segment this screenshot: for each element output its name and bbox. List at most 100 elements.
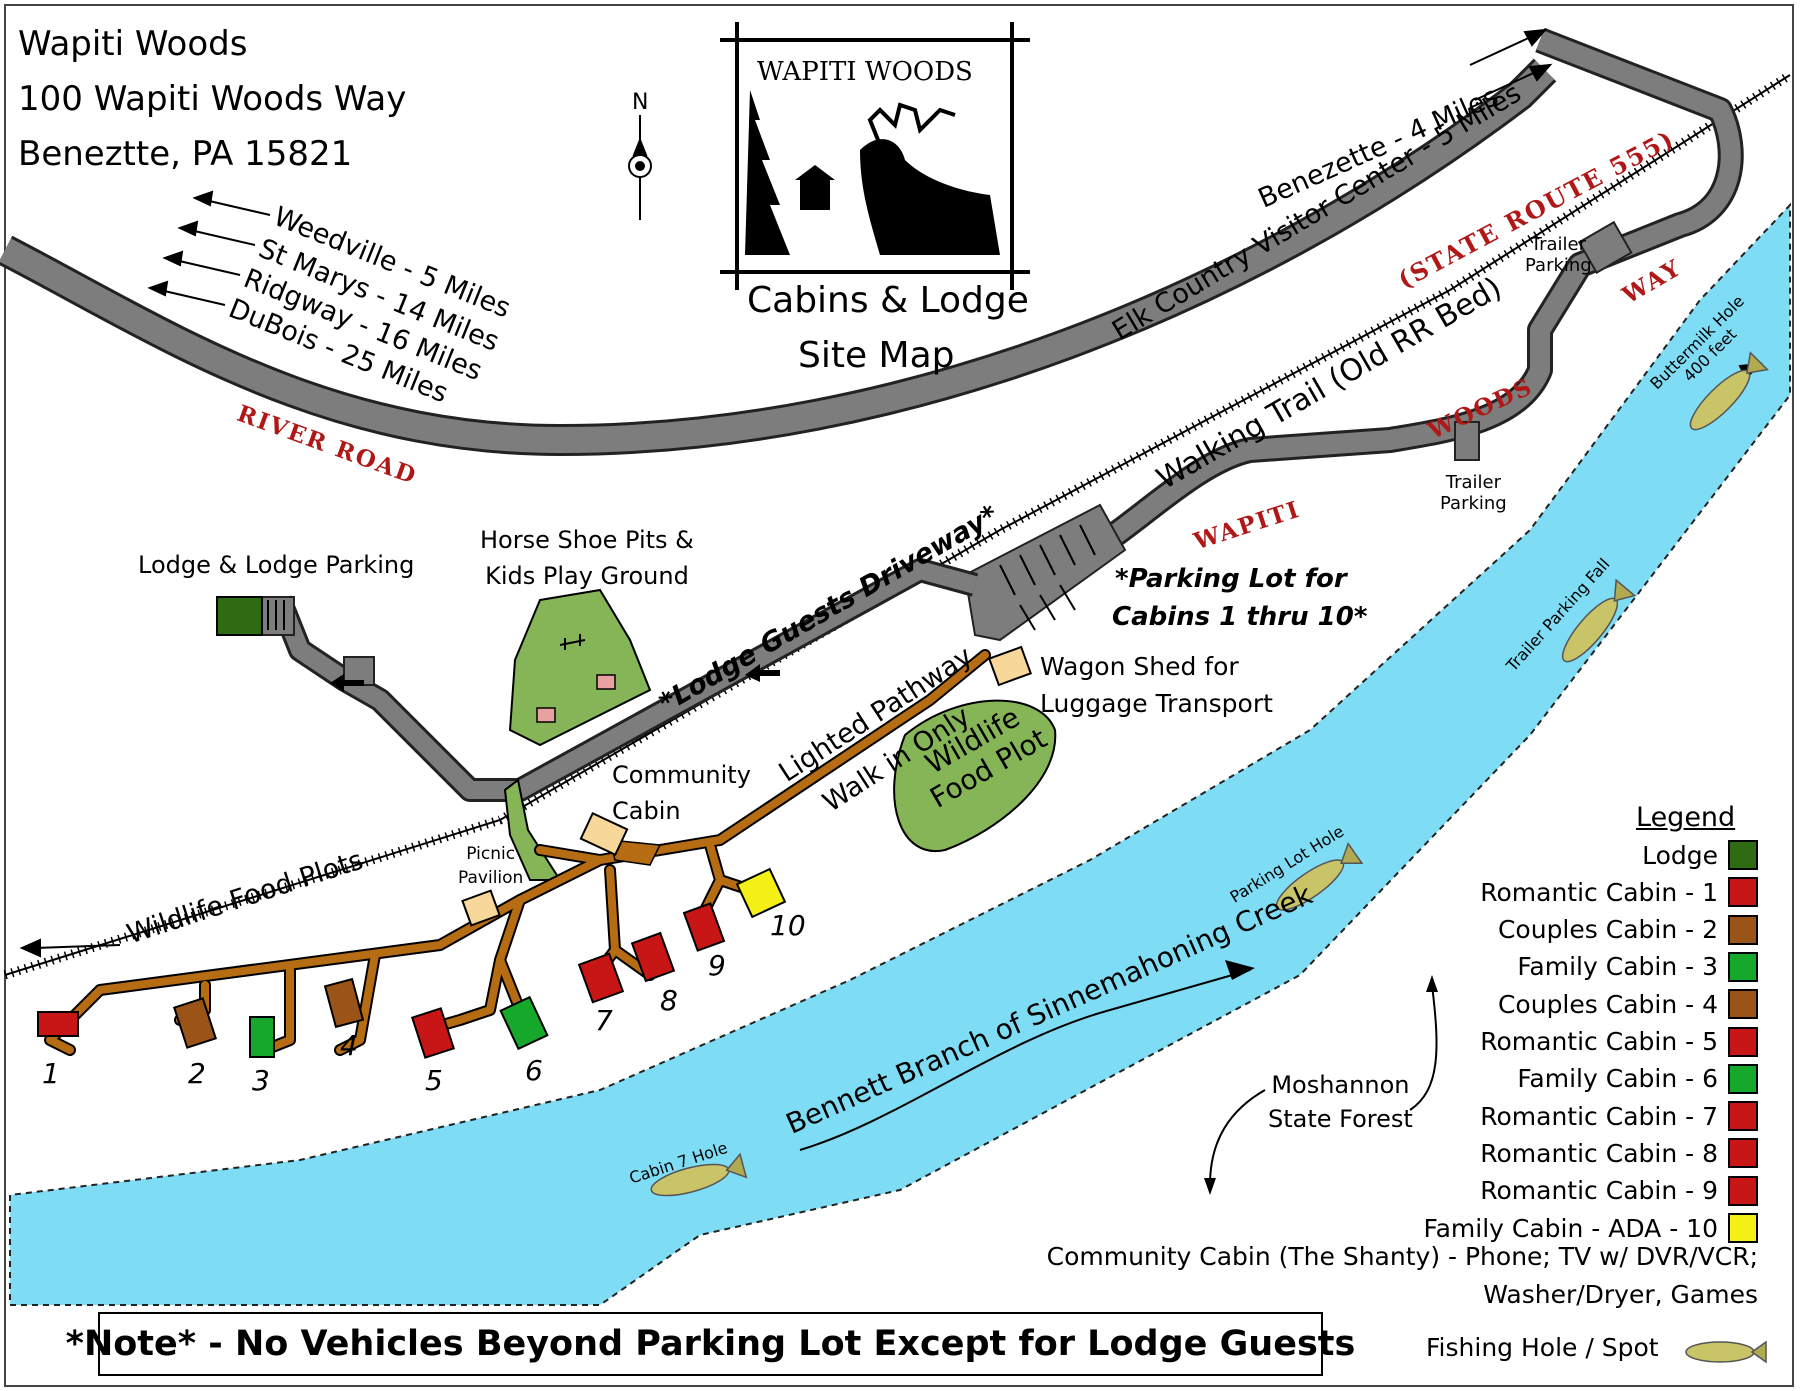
legend-fishing: Fishing Hole / Spot — [1426, 1333, 1659, 1362]
trout-icon-parking-lot — [1275, 842, 1364, 911]
forest-line2: State Forest — [1268, 1104, 1413, 1133]
legend-item: Family Cabin - 3 — [1517, 951, 1758, 982]
trout-icon-buttermilk — [1689, 351, 1769, 431]
parking-lot-line2: Cabins 1 thru 10* — [1112, 601, 1368, 632]
label-community-cabin: Community Cabin — [612, 761, 751, 825]
driveway-arrow-icon-2 — [330, 674, 364, 692]
legend-item: Family Cabin - ADA - 10 — [1424, 1213, 1758, 1243]
cabin-number-4: 4 — [340, 1029, 358, 1062]
cabin-number-9: 9 — [708, 949, 726, 982]
label-trailer-parking-mid: Trailer Parking — [1440, 472, 1507, 514]
legend-swatch — [1728, 1175, 1758, 1206]
map-frame — [4, 4, 1794, 1387]
cabin-7 — [577, 952, 625, 1004]
trailer-parking-pad-mid — [1454, 421, 1480, 461]
picnic-line2: Pavilion — [458, 867, 524, 888]
legend-community-note-2: Washer/Dryer, Games — [1483, 1280, 1758, 1309]
lodge-parking — [261, 596, 295, 636]
parking-lot-line1: *Parking Lot for — [1115, 564, 1347, 594]
cabin-number-7: 7 — [595, 1004, 613, 1037]
forest-line1: Moshannon — [1271, 1071, 1410, 1099]
driveway-arrow-icon — [745, 664, 780, 682]
legend-item: Romantic Cabin - 7 — [1480, 1101, 1758, 1132]
trailer-parking-mid-line1: Trailer — [1445, 472, 1501, 493]
walking-trail-rail — [4, 74, 1791, 976]
creek-flow-arrow — [1225, 960, 1255, 980]
legend-swatch — [1728, 914, 1758, 945]
trout-icon-trailer-fall — [1561, 578, 1637, 663]
label-lodge: Lodge & Lodge Parking — [138, 551, 415, 579]
cabin-5 — [410, 1007, 456, 1059]
note-box: *Note* - No Vehicles Beyond Parking Lot … — [66, 1312, 1355, 1376]
picnic-line1: Picnic — [466, 844, 516, 864]
trout-icon-cabin7 — [650, 1152, 748, 1197]
cabin-3 — [249, 1016, 275, 1058]
legend-item: Couples Cabin - 4 — [1498, 989, 1758, 1020]
legend-item: Couples Cabin - 2 — [1497, 914, 1758, 945]
cabin-10 — [735, 867, 787, 919]
horseshoe-pit — [536, 707, 556, 723]
cabin-number-3: 3 — [252, 1064, 270, 1097]
trailer-parking-mid-line2: Parking — [1440, 492, 1507, 514]
cabin-6 — [499, 995, 549, 1051]
legend-swatch — [1728, 1138, 1758, 1169]
cabin-number-10: 10 — [770, 909, 806, 942]
legend-item-label: Romantic Cabin - 9 — [1480, 1176, 1718, 1206]
legend-swatch — [1728, 1063, 1758, 1094]
legend-swatch — [1728, 1213, 1758, 1243]
label-forest: Moshannon State Forest — [1268, 1071, 1413, 1133]
creek — [9, 202, 1791, 1306]
label-horseshoe: Horse Shoe Pits & Kids Play Ground — [480, 526, 694, 590]
cabin-8 — [630, 931, 676, 983]
swing-set-icon — [559, 634, 586, 650]
legend-item: Family Cabin - 6 — [1517, 1063, 1758, 1094]
community-cabin — [579, 811, 629, 857]
legend-item-label: Romantic Cabin - 7 — [1480, 1101, 1718, 1131]
cabin-number-6: 6 — [525, 1054, 543, 1087]
legend-item: Romantic Cabin - 8 — [1480, 1138, 1758, 1169]
logo-title-1: Cabins & Lodge — [747, 280, 1029, 321]
address-line-3: Beneztte, PA 15821 — [18, 134, 353, 174]
legend-item-label: Family Cabin - 6 — [1517, 1064, 1718, 1094]
cabin-number-5: 5 — [425, 1064, 443, 1097]
note-text: *Note* - No Vehicles Beyond Parking Lot … — [65, 1324, 1356, 1364]
trailer-parking-top-line1: Trailer — [1530, 234, 1586, 255]
legend-swatch — [1728, 1026, 1758, 1057]
wildlife-food-plot — [893, 699, 1057, 853]
address-line-1: Wapiti Woods — [18, 24, 248, 64]
trailer-parking-top-line2: Parking — [1525, 254, 1592, 276]
logo-frame — [720, 22, 1030, 290]
cabin-9 — [682, 902, 726, 952]
legend-swatch — [1728, 989, 1758, 1020]
community-line2: Cabin — [612, 796, 681, 825]
legend-item-label: Lodge — [1642, 840, 1718, 870]
logo-brand: WAPITI WOODS — [757, 57, 973, 87]
cabin-number-1: 1 — [42, 1057, 60, 1090]
label-picnic-pavilion: Picnic Pavilion — [458, 844, 524, 888]
legend-item-label: Couples Cabin - 2 — [1497, 915, 1718, 945]
cabin-number-8: 8 — [660, 984, 678, 1017]
label-wagon-shed: Wagon Shed for Luggage Transport — [1040, 652, 1273, 719]
logo-title-2: Site Map — [798, 335, 955, 376]
legend-item-label: Family Cabin - ADA - 10 — [1423, 1213, 1718, 1243]
label-trailer-parking-top: Trailer Parking — [1525, 234, 1592, 276]
cabin-2 — [172, 997, 218, 1049]
picnic-pavilion — [461, 889, 501, 927]
logo-silhouette-icon — [745, 90, 1000, 255]
forest-arrow-up — [1409, 984, 1438, 1111]
legend-item: Lodge — [1642, 840, 1758, 870]
legend-swatch — [1728, 877, 1758, 908]
horseshoe-line1: Horse Shoe Pits & — [480, 526, 694, 554]
legend-item: Romantic Cabin - 1 — [1480, 877, 1758, 908]
trout-icon-legend — [1685, 1340, 1767, 1364]
compass-north-label: N — [632, 90, 649, 115]
legend-community-note-1: Community Cabin (The Shanty) - Phone; TV… — [1046, 1242, 1758, 1271]
legend-item-label: Family Cabin - 3 — [1517, 952, 1718, 982]
legend-item: Romantic Cabin - 9 — [1480, 1175, 1758, 1206]
wagon-shed — [987, 645, 1033, 687]
legend-title: Legend — [1636, 802, 1736, 833]
horseshoe-line2: Kids Play Ground — [485, 561, 689, 590]
legend-item-label: Romantic Cabin - 8 — [1480, 1138, 1718, 1168]
parking-lot — [963, 503, 1127, 642]
